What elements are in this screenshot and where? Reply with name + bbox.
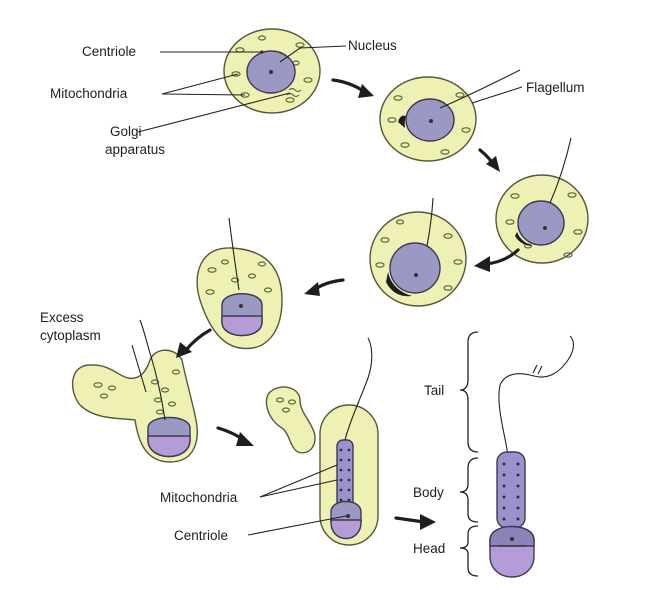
leader-nucleus bbox=[279, 45, 347, 63]
label-mitochondria-top: Mitochondria bbox=[50, 86, 128, 101]
arrow-3 bbox=[474, 248, 520, 272]
label-flagellum: Flagellum bbox=[526, 80, 585, 95]
residual-body-cytoplasm bbox=[265, 386, 316, 454]
stage-6-mitochondria bbox=[93, 369, 181, 415]
leader-flagellum bbox=[471, 86, 523, 104]
stage-6-head-cap bbox=[147, 435, 191, 458]
tail-break-mark bbox=[532, 364, 543, 375]
leader-mito-a bbox=[161, 73, 239, 95]
stage-3-acrosome bbox=[515, 232, 533, 246]
stage-4-flagellum bbox=[426, 197, 434, 247]
stage-3-flagellum bbox=[549, 137, 572, 204]
stage-2-acrosome bbox=[398, 115, 406, 128]
label-mitochondria-bottom: Mitochondria bbox=[160, 490, 238, 505]
label-body: Body bbox=[413, 485, 444, 500]
label-tail: Tail bbox=[424, 383, 444, 398]
label-excess-line1: Excess bbox=[40, 310, 84, 325]
tail-brace bbox=[459, 331, 479, 453]
label-golgi-line2: apparatus bbox=[105, 142, 165, 157]
leader-golgi bbox=[137, 92, 291, 133]
label-nucleus: Nucleus bbox=[348, 38, 397, 53]
arrow-7 bbox=[394, 514, 436, 530]
mature-sperm-body bbox=[496, 451, 526, 529]
stage-5-head-cap bbox=[221, 315, 263, 337]
stage-7-cell bbox=[319, 337, 379, 546]
labels: Centriole Nucleus Mitochondria Flagellum… bbox=[40, 38, 585, 556]
arrow-6 bbox=[216, 426, 254, 446]
arrow-1 bbox=[331, 78, 374, 98]
leader-mito-bottom-b bbox=[259, 479, 338, 498]
mature-sperm bbox=[489, 335, 575, 578]
stage-3-cell bbox=[495, 137, 589, 264]
stage-7-head-cap bbox=[330, 519, 362, 539]
stage-7-flagellum bbox=[344, 337, 373, 441]
leader-mito-bottom-a bbox=[259, 464, 338, 498]
leader-mito-b bbox=[161, 93, 246, 96]
stage-6-cell bbox=[71, 319, 198, 463]
label-centriole-top: Centriole bbox=[82, 44, 136, 59]
mature-sperm-mitochondria bbox=[502, 462, 520, 521]
stage-2-cell bbox=[379, 69, 521, 162]
stage-6-flagellum bbox=[139, 319, 166, 421]
label-excess-line2: cytoplasm bbox=[40, 328, 101, 343]
stage-4-nucleus bbox=[389, 242, 441, 294]
braces bbox=[459, 331, 479, 577]
stage-7-midpiece bbox=[336, 439, 354, 509]
leader-excess-cytoplasm bbox=[131, 344, 147, 393]
body-brace bbox=[459, 457, 479, 523]
stage-2-flagellum bbox=[439, 69, 521, 109]
stage-5-cell bbox=[196, 217, 283, 350]
head-brace bbox=[459, 525, 479, 577]
arrow-5 bbox=[176, 328, 212, 358]
mature-sperm-head-top bbox=[489, 525, 535, 547]
stage-1-spermatid bbox=[223, 28, 321, 114]
stage-3-nucleus bbox=[517, 200, 565, 246]
label-golgi-line1: Golgi bbox=[110, 124, 142, 139]
label-centriole-bottom: Centriole bbox=[174, 528, 228, 543]
stage-4-cell bbox=[369, 197, 467, 307]
leader-centriole-bottom bbox=[247, 515, 347, 536]
leader-lines bbox=[131, 45, 523, 536]
stage-3-mitochondria bbox=[505, 192, 583, 258]
label-head: Head bbox=[413, 541, 445, 556]
mature-sperm-tail bbox=[498, 335, 575, 456]
stage-1-nucleolus bbox=[269, 70, 273, 74]
stage-7-mitochondria bbox=[339, 448, 351, 502]
residual-body bbox=[265, 386, 316, 454]
stage-4-acrosome bbox=[386, 272, 412, 297]
arrow-4 bbox=[304, 278, 345, 296]
stage-5-mitochondria bbox=[205, 259, 273, 295]
stage-5-flagellum bbox=[228, 217, 240, 291]
stage-4-mitochondria bbox=[375, 219, 463, 291]
stage-2-mitochondria bbox=[387, 92, 471, 155]
arrow-2 bbox=[478, 148, 500, 172]
progression-arrows bbox=[176, 78, 520, 530]
